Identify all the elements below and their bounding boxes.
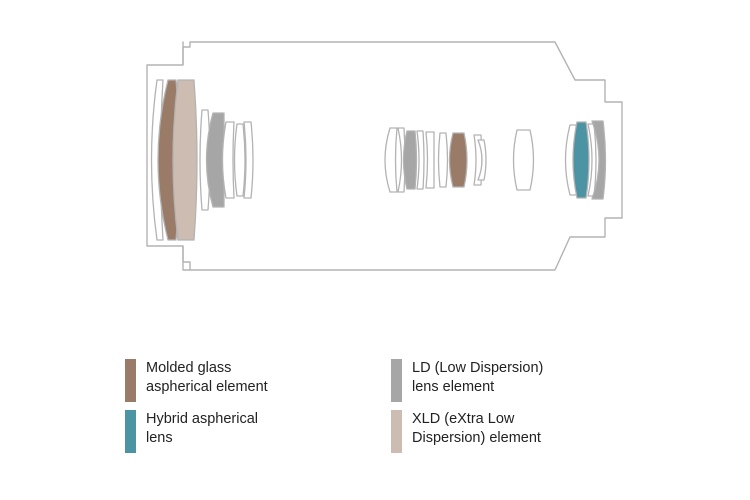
legend-label-hybrid-aspherical: Hybrid aspherical lens [146, 410, 258, 448]
lens-cross-section [146, 41, 623, 271]
legend-item-molded-glass: Molded glass aspherical element [125, 359, 268, 402]
lens-element-13 [425, 131, 435, 189]
legend-label-xld: XLD (eXtra Low Dispersion) element [412, 410, 541, 448]
lens-element-ld-rear [591, 120, 607, 200]
legend-label-line2: Dispersion) element [412, 430, 541, 446]
legend-label-line1: LD (Low Dispersion) [412, 360, 544, 376]
lens-barrel-outline [146, 41, 623, 271]
lens-element-6 [221, 121, 235, 199]
legend-label-line1: Molded glass [146, 360, 232, 376]
lens-element-18 [512, 129, 535, 191]
legend-label-line2: aspherical element [146, 379, 268, 395]
lens-element-8 [243, 121, 254, 199]
lens-element-hybrid-aspherical [572, 121, 590, 199]
lens-element-molded-aspherical-middle [448, 132, 468, 188]
lens-element-xld-front [172, 79, 198, 241]
legend-label-line1: Hybrid aspherical [146, 411, 259, 427]
lens-element-17 [477, 139, 487, 181]
legend-swatch-hybrid-aspherical [125, 410, 136, 453]
lens-element-9 [384, 127, 398, 193]
lens-element-7 [233, 123, 246, 197]
lens-element-12 [416, 130, 425, 190]
lens-element-ld-2 [205, 112, 225, 208]
legend-item-ld: LD (Low Dispersion) lens element [391, 359, 543, 402]
lens-element-14 [437, 132, 449, 188]
legend-label-molded-glass: Molded glass aspherical element [146, 359, 268, 397]
legend-label-line1: XLD (eXtra Low [412, 411, 515, 427]
legend-label-line2: lens element [412, 379, 495, 395]
legend-item-xld: XLD (eXtra Low Dispersion) element [391, 410, 541, 453]
legend-label-line2: lens [146, 430, 173, 446]
lens-element-ld-middle [402, 130, 418, 190]
legend-item-hybrid-aspherical: Hybrid aspherical lens [125, 410, 258, 453]
lens-elements [150, 79, 607, 241]
legend-swatch-xld [391, 410, 402, 453]
legend-label-ld: LD (Low Dispersion) lens element [412, 359, 543, 397]
legend-swatch-molded-glass [125, 359, 136, 402]
legend-swatch-ld [391, 359, 402, 402]
